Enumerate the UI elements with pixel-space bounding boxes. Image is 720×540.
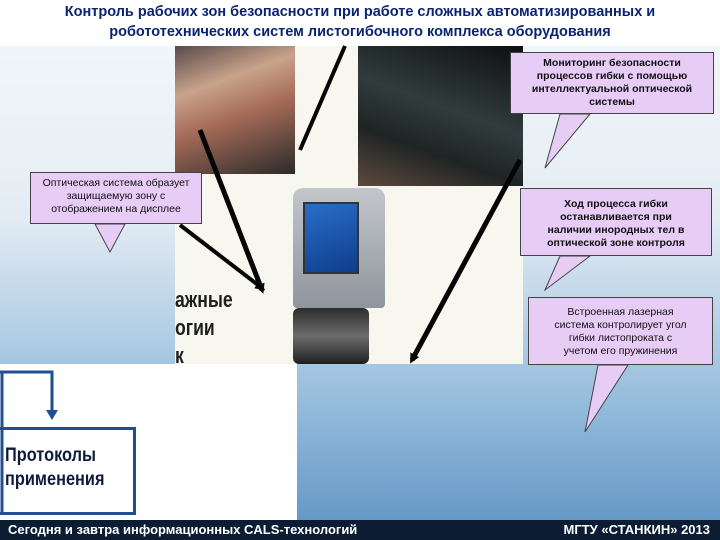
callout-monitoring-line-2: процессов гибки с помощью xyxy=(536,70,688,82)
callout-laser: Встроенная лазерная система контролирует… xyxy=(528,297,713,365)
monitor-screen xyxy=(303,202,359,274)
callout-monitoring-line-1: Мониторинг безопасности xyxy=(543,57,681,69)
title-line-1: Контроль рабочих зон безопасности при ра… xyxy=(64,4,656,20)
callout-laser-line-1: Встроенная лазерная xyxy=(567,306,674,318)
callout-bend-stop: Ход процесса гибки останавливается при н… xyxy=(520,188,712,256)
monitor-base-image xyxy=(293,308,369,364)
operator-photo-right xyxy=(358,46,523,186)
photo-text-line-2: огии xyxy=(175,315,215,340)
footer-bar xyxy=(0,520,720,540)
callout-bend-line-2: останавливается при xyxy=(560,211,672,223)
callout-bend-line-3: наличии инородных тел в xyxy=(547,224,685,236)
callout-optical-line-2: защищаемую зону с xyxy=(66,190,166,202)
title-line-2: робототехнических систем листогибочного … xyxy=(109,24,611,40)
protocols-line-2: применения xyxy=(5,469,105,490)
callout-optical-line-1: Оптическая система образует xyxy=(42,177,190,189)
equipment-photo: ажные огии к xyxy=(175,46,523,364)
photo-caption-fragment: ажные огии к xyxy=(175,286,233,364)
callout-optical-line-3: отображением на дисплее xyxy=(51,203,181,215)
page-title: Контроль рабочих зон безопасности при ра… xyxy=(0,0,720,46)
photo-text-line-1: ажные xyxy=(175,287,233,312)
callout-monitoring-line-3: интеллектуальной оптической xyxy=(531,83,693,95)
photo-text-line-3: к xyxy=(175,343,184,364)
operator-photo-left xyxy=(175,46,295,174)
callout-laser-line-3: гибки листопроката с xyxy=(568,332,673,344)
footer-right-text: МГТУ «СТАНКИН» 2013 xyxy=(563,522,710,537)
callout-laser-line-4: учетом его пружинения xyxy=(563,345,678,357)
callout-laser-line-2: система контролирует угол xyxy=(554,319,687,331)
callout-bend-line-1: Ход процесса гибки xyxy=(564,198,668,210)
protocols-box xyxy=(0,427,136,515)
callout-bend-line-4: оптической зоне контроля xyxy=(547,237,685,249)
callout-monitoring: Мониторинг безопасности процессов гибки … xyxy=(510,52,714,114)
monitor-image xyxy=(293,188,385,308)
protocols-label: Протоколы применения xyxy=(5,444,117,492)
protocols-line-1: Протоколы xyxy=(5,445,96,466)
callout-monitoring-line-4: системы xyxy=(589,96,635,108)
footer-left-text: Сегодня и завтра информационных CALS-тех… xyxy=(8,522,358,537)
callout-optical-zone: Оптическая система образует защищаемую з… xyxy=(30,172,202,224)
